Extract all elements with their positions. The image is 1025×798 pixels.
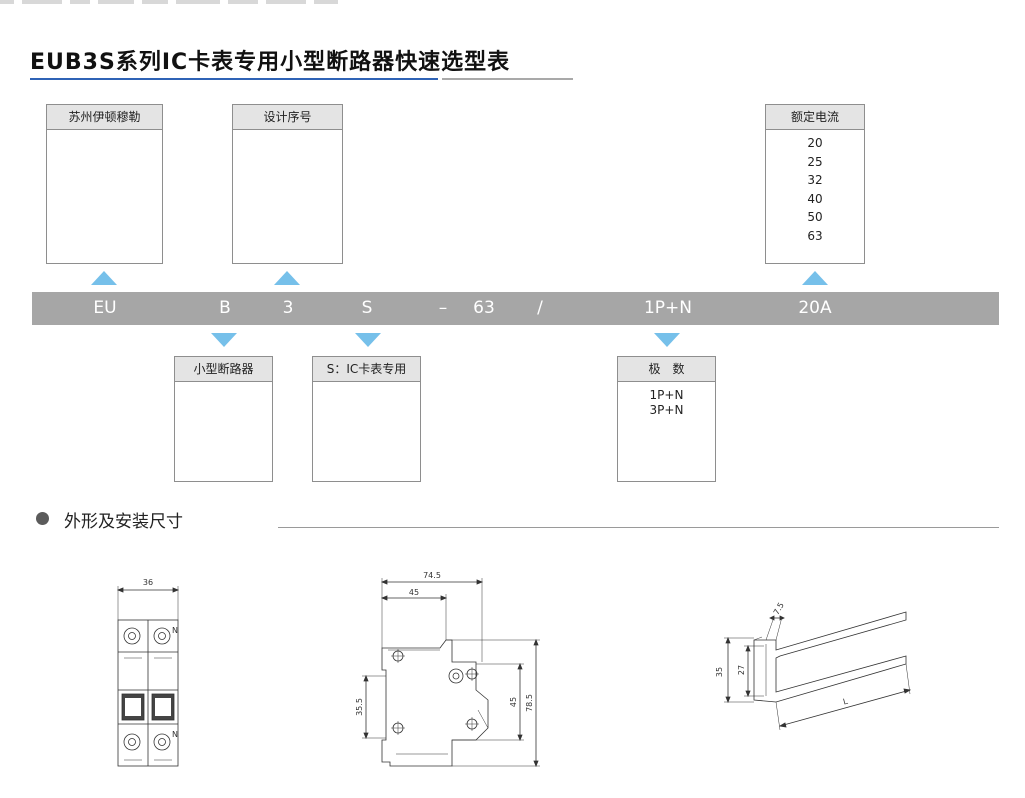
design-box: 设计序号: [232, 104, 343, 264]
code-segment-63: 63: [473, 298, 495, 318]
type-box-header: 小型断路器: [175, 357, 272, 382]
code-segment-slash: /: [537, 298, 543, 318]
title-rule-blue: [30, 78, 438, 80]
front-n-label-bottom: N: [172, 730, 178, 739]
side-view-drawing: [362, 578, 540, 768]
code-segment-1pn: 1P+N: [643, 298, 693, 318]
current-item: 63: [807, 228, 823, 243]
ic-box: S：IC卡表专用: [312, 356, 421, 482]
section-bullet-icon: [36, 512, 49, 525]
top-strip: [0, 0, 340, 6]
side-total-height-label: 78.5: [525, 694, 534, 712]
side-front-depth-label: 45: [409, 588, 419, 597]
code-segment-eu: EU: [93, 298, 117, 318]
design-arrow-up: [274, 271, 300, 285]
current-item: 32: [807, 173, 823, 187]
rail-inner-height-label: 27: [737, 665, 746, 675]
current-box-header: 额定电流: [766, 105, 864, 130]
code-segment-b: B: [219, 298, 231, 318]
code-segment-3: 3: [282, 298, 294, 318]
side-total-depth-label: 74.5: [423, 571, 441, 580]
brand-arrow-up: [91, 271, 117, 285]
side-lower-height-label: 35.5: [355, 698, 364, 716]
poles-box-header: 极 数: [618, 357, 715, 382]
front-n-label-top: N: [172, 626, 178, 635]
brand-box: 苏州伊顿穆勒: [46, 104, 163, 264]
side-rail-height-label: 45: [509, 697, 518, 707]
front-view-drawing: [116, 586, 180, 767]
code-bar: [32, 292, 999, 325]
poles-item: 3P+N: [649, 403, 684, 417]
rail-height-label: 35: [715, 667, 724, 677]
code-segment-dash: –: [438, 298, 448, 318]
page-title: EUB3S系列IC卡表专用小型断路器快速选型表: [30, 50, 511, 75]
section-title: 外形及安装尺寸: [64, 512, 183, 532]
current-item: 20: [807, 136, 823, 150]
front-width-label: 36: [143, 578, 153, 587]
code-segment-s: S: [361, 298, 373, 318]
poles-arrow-down: [654, 333, 680, 347]
brand-box-header: 苏州伊顿穆勒: [47, 105, 162, 130]
rail-length-label: L: [842, 697, 849, 707]
type-arrow-down: [211, 333, 237, 347]
poles-item: 1P+N: [649, 388, 684, 402]
title-rule-gray: [442, 78, 573, 80]
rail-flange-label: 7.5: [772, 601, 786, 617]
current-arrow-up: [802, 271, 828, 285]
section-rule: [278, 527, 999, 528]
current-item: 50: [807, 210, 823, 224]
current-box: 额定电流 20 25 32 40 50 63: [765, 104, 865, 264]
ic-box-header: S：IC卡表专用: [313, 357, 420, 382]
current-item: 40: [807, 191, 823, 206]
poles-box: 极 数 1P+N 3P+N: [617, 356, 716, 482]
ic-arrow-down: [355, 333, 381, 347]
din-rail-drawing: [724, 611, 912, 731]
current-item: 25: [807, 154, 823, 169]
code-segment-20a: 20A: [798, 298, 832, 318]
type-box: 小型断路器: [174, 356, 273, 482]
design-box-header: 设计序号: [233, 105, 342, 130]
dimension-drawings: 36 N N 74.5 45: [116, 571, 912, 768]
